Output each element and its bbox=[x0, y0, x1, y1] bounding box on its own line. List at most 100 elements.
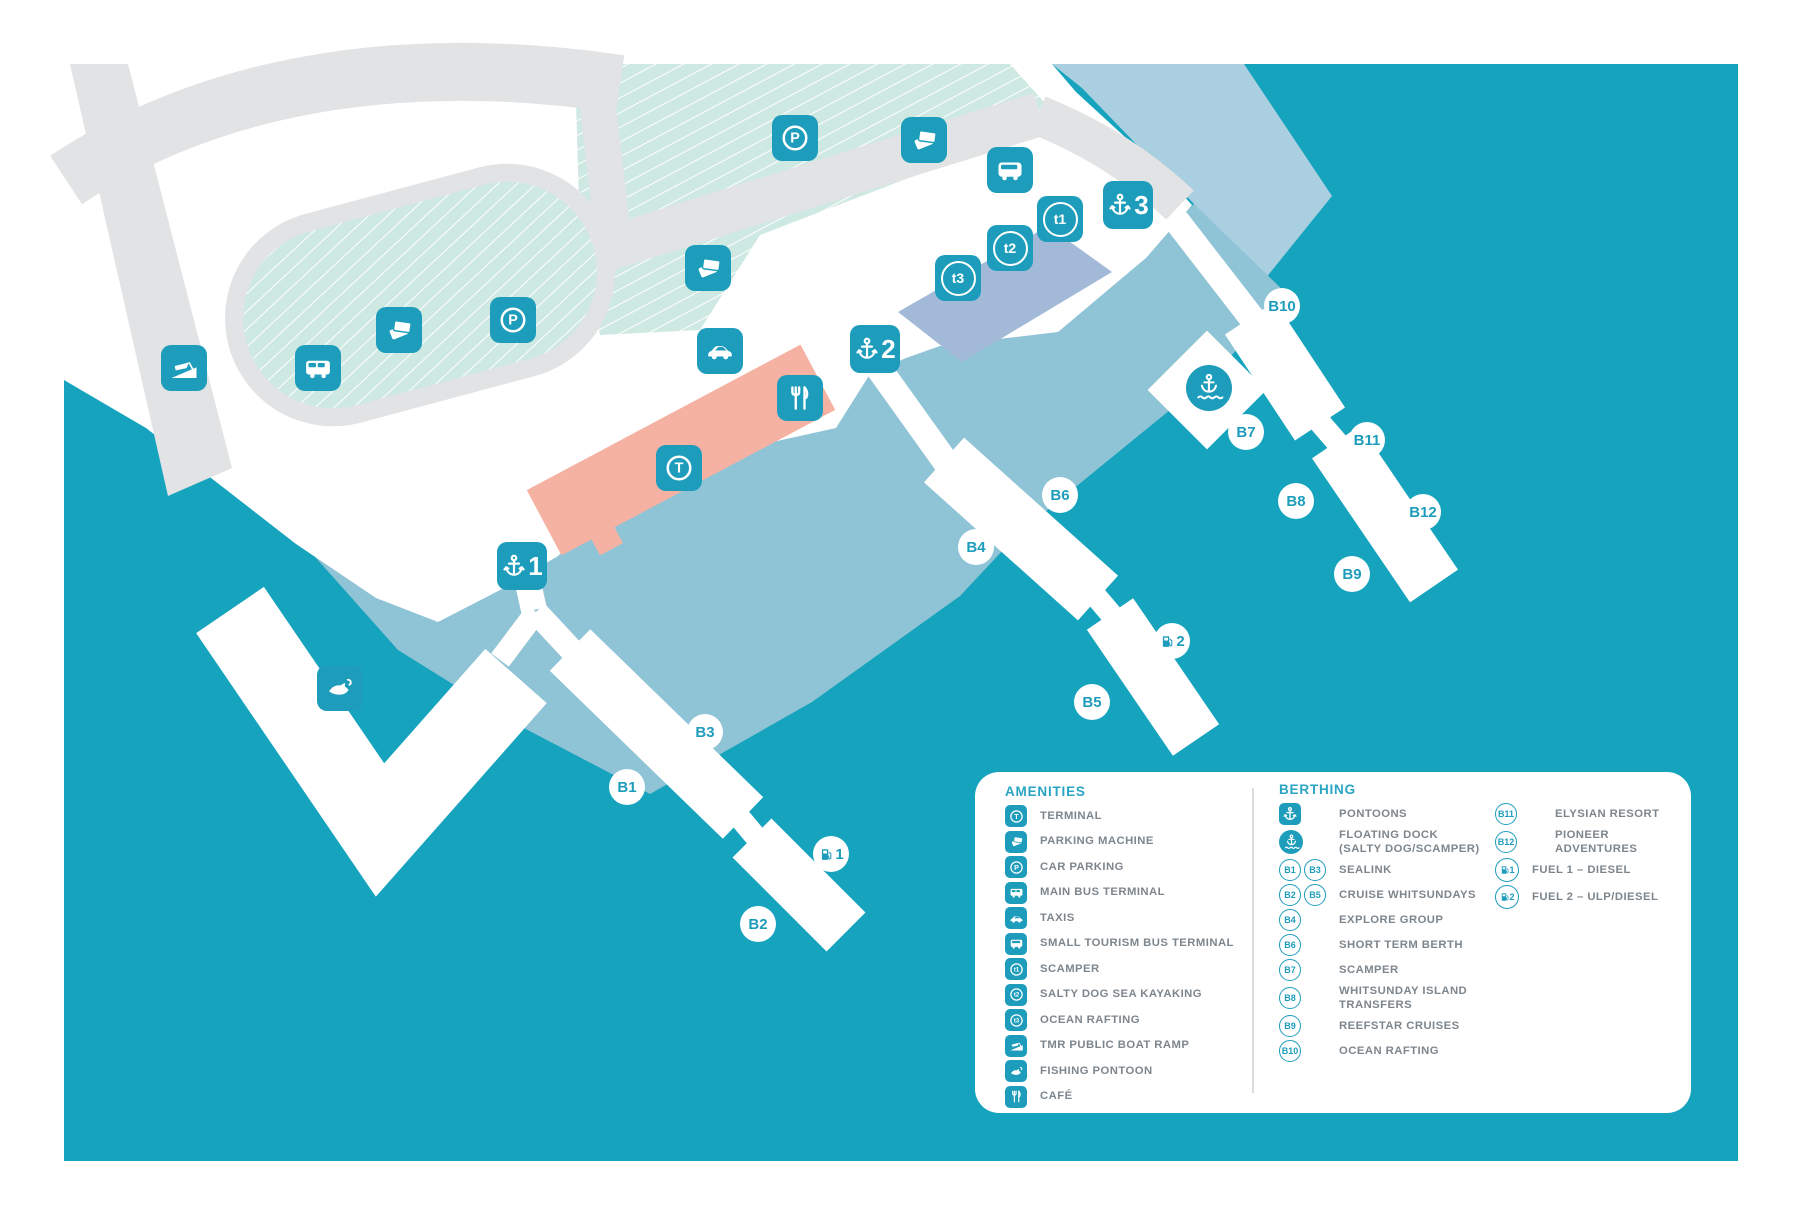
berth-badge-b8: B8 bbox=[1279, 987, 1301, 1010]
amenities-list: T TERMINAL PARKING MACHINE P CAR PARKING M… bbox=[1005, 805, 1234, 1108]
legend-item-label: TERMINAL bbox=[1040, 809, 1102, 822]
map-t1-icon[interactable]: t1 bbox=[1037, 196, 1083, 242]
berth-label-b4[interactable]: B4 bbox=[958, 529, 994, 565]
svg-text:t1: t1 bbox=[1013, 967, 1019, 973]
legend-item-label: SALTY DOG SEA KAYAKING bbox=[1040, 988, 1203, 1001]
map-terminal-icon[interactable]: T bbox=[656, 445, 702, 491]
map-cafe-icon[interactable] bbox=[777, 375, 823, 421]
legend-item-label: PONTOONS bbox=[1339, 807, 1408, 820]
berth-badge-b4: B4 bbox=[1279, 909, 1301, 932]
fuel-1-marker[interactable]: 1 bbox=[813, 836, 849, 872]
berth-label-b1[interactable]: B1 bbox=[609, 769, 645, 805]
fuel-number: 2 bbox=[1176, 632, 1185, 650]
parking-icon: P bbox=[490, 297, 536, 343]
berth-label-b8[interactable]: B8 bbox=[1278, 483, 1314, 519]
amenities-list-item: PARKING MACHINE bbox=[1005, 830, 1234, 853]
berth-label-b6[interactable]: B6 bbox=[1042, 477, 1078, 513]
fuel-icon: 2 bbox=[1495, 884, 1519, 909]
legend-item-label: TMR PUBLIC BOAT RAMP bbox=[1040, 1039, 1190, 1052]
cafe-icon bbox=[1005, 1085, 1027, 1108]
berth-label-b2[interactable]: B2 bbox=[740, 906, 776, 942]
bus-terminal-area bbox=[898, 226, 1112, 362]
legend-item-label: FUEL 1 – DIESEL bbox=[1532, 864, 1631, 877]
berth-label-b12[interactable]: B12 bbox=[1405, 494, 1441, 530]
amenities-list-item: t1 SCAMPER bbox=[1005, 958, 1234, 980]
breakwater bbox=[196, 586, 547, 897]
pontoon-number: 2 bbox=[881, 333, 896, 364]
floating-dock-marker[interactable] bbox=[1186, 365, 1232, 411]
bus-icon bbox=[295, 345, 341, 391]
berth-badge-b11: B11 bbox=[1495, 803, 1517, 825]
pier-2 bbox=[866, 358, 1220, 756]
legend-item-label: OCEAN RAFTING bbox=[1040, 1013, 1140, 1026]
boat-ramp-icon bbox=[1005, 1034, 1027, 1057]
berth-label-b10[interactable]: B10 bbox=[1264, 288, 1300, 324]
map-boat-ramp-icon[interactable] bbox=[161, 345, 207, 391]
berth-icon-cell bbox=[1279, 803, 1326, 825]
t3-circle: t3 bbox=[940, 260, 976, 296]
map-t2-icon[interactable]: t2 bbox=[987, 225, 1033, 271]
fuel-number: 1 bbox=[835, 845, 844, 863]
map-ticket-icon[interactable] bbox=[376, 307, 422, 353]
map-t3-icon[interactable]: t3 bbox=[935, 255, 981, 301]
pontoon-2-marker[interactable]: 2 bbox=[850, 325, 900, 373]
floating-dock-icon bbox=[1279, 830, 1303, 855]
berth-badge-group: B10 bbox=[1279, 1040, 1326, 1063]
terminal-icon: T bbox=[656, 445, 702, 491]
t3-icon: t3 bbox=[935, 255, 981, 301]
map-parking-icon[interactable]: P bbox=[772, 115, 818, 161]
berth-badge-b9: B9 bbox=[1279, 1015, 1301, 1038]
parking-icon: P bbox=[772, 115, 818, 161]
legend-item-label: REEFSTAR CRUISES bbox=[1339, 1020, 1460, 1033]
taxi-icon bbox=[697, 328, 743, 374]
taxi-icon bbox=[1005, 907, 1027, 929]
map-parking-icon[interactable]: P bbox=[490, 297, 536, 343]
berth-label-b3[interactable]: B3 bbox=[687, 714, 723, 750]
pier-3 bbox=[1165, 212, 1458, 603]
parking-icon: P bbox=[1005, 856, 1027, 878]
bus-icon bbox=[1005, 881, 1027, 904]
fuel-2-marker[interactable]: 2 bbox=[1154, 623, 1190, 659]
map-ticket-icon[interactable] bbox=[685, 245, 731, 291]
legend-item-label: SCAMPER bbox=[1339, 964, 1399, 977]
berth-label-b9[interactable]: B9 bbox=[1334, 556, 1370, 592]
berth-label-b7[interactable]: B7 bbox=[1228, 414, 1264, 450]
legend-item-label: TAXIS bbox=[1040, 911, 1075, 924]
berth-badge-b6: B6 bbox=[1279, 934, 1301, 957]
legend-item-label: CAR PARKING bbox=[1040, 860, 1124, 873]
road-diagonal bbox=[538, 92, 1047, 290]
svg-text:P: P bbox=[1014, 863, 1019, 871]
legend-item-label: SCAMPER bbox=[1040, 962, 1100, 975]
legend-item-label: CAFÉ bbox=[1040, 1090, 1073, 1103]
berth-badge-group: B11 bbox=[1495, 803, 1542, 825]
map-bus-icon[interactable] bbox=[295, 345, 341, 391]
pontoon-3-marker[interactable]: 3 bbox=[1103, 181, 1153, 229]
services-list-item: 2 FUEL 2 – ULP/DIESEL bbox=[1495, 884, 1691, 909]
berthing-list-item: PONTOONS bbox=[1279, 803, 1509, 825]
berth-badge-b3: B3 bbox=[1304, 859, 1326, 882]
t1-circle: t1 bbox=[1042, 201, 1078, 237]
legend-item-label: EXPLORE GROUP bbox=[1339, 914, 1444, 927]
pontoon-1-marker[interactable]: 1 bbox=[497, 542, 547, 590]
amenities-list-item: FISHING PONTOON bbox=[1005, 1060, 1234, 1082]
road-top bbox=[50, 42, 625, 205]
amenities-list-item: MAIN BUS TERMINAL bbox=[1005, 881, 1234, 904]
terminal-icon: T bbox=[1005, 805, 1027, 827]
map-van-icon[interactable] bbox=[987, 147, 1033, 193]
t2-icon: t2 bbox=[1005, 983, 1027, 1006]
berth-label-b5[interactable]: B5 bbox=[1074, 684, 1110, 720]
legend-item-label: FUEL 2 – ULP/DIESEL bbox=[1532, 890, 1659, 903]
berth-label-b11[interactable]: B11 bbox=[1349, 422, 1385, 458]
map-fish-icon[interactable] bbox=[317, 665, 363, 711]
map-taxi-icon[interactable] bbox=[697, 328, 743, 374]
svg-text:T: T bbox=[675, 461, 684, 477]
map-ticket-icon[interactable] bbox=[901, 117, 947, 163]
